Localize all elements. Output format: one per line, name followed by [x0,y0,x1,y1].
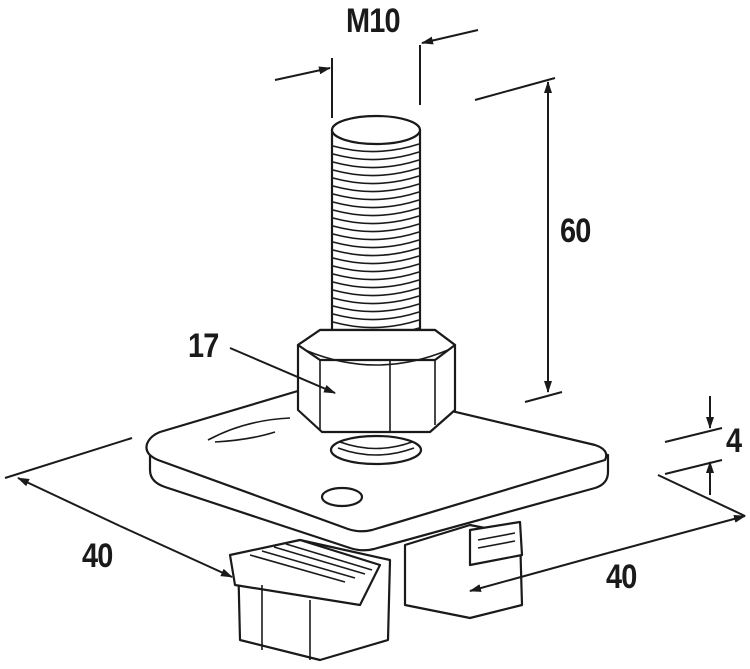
thread-line [332,215,420,225]
thread-line [332,271,420,281]
threaded-bolt [330,114,422,352]
thread-line [332,239,420,249]
bolt-length-label: 60 [560,212,591,250]
thread-line [332,295,420,305]
plate-width-right-label: 40 [606,558,637,596]
thread-line [332,303,420,313]
thread-line [332,159,420,169]
channel-nut [228,520,524,662]
thread-line [332,167,420,177]
thread-line [332,247,420,257]
bolt-lower-thread [329,434,423,466]
thread-line [332,183,420,193]
thread-line [332,287,420,297]
thread-line [332,207,420,217]
thread-line [332,319,420,329]
thread-line [332,175,420,185]
thread-line [332,199,420,209]
nut-size-label: 17 [188,327,219,365]
thread-line [332,223,420,233]
thread-line [332,279,420,289]
thread-line [332,143,420,153]
plate-width-left-label: 40 [82,537,113,575]
thread-line [332,263,420,273]
thread-line [332,151,420,161]
thread-line [332,255,420,265]
dimension-lines [4,29,746,592]
thread-line [332,311,420,321]
thread-line [332,231,420,241]
hex-nut [296,328,457,434]
thread-size-label: M10 [346,2,401,40]
plate-thickness-label: 4 [726,422,742,460]
thread-line [332,191,420,201]
